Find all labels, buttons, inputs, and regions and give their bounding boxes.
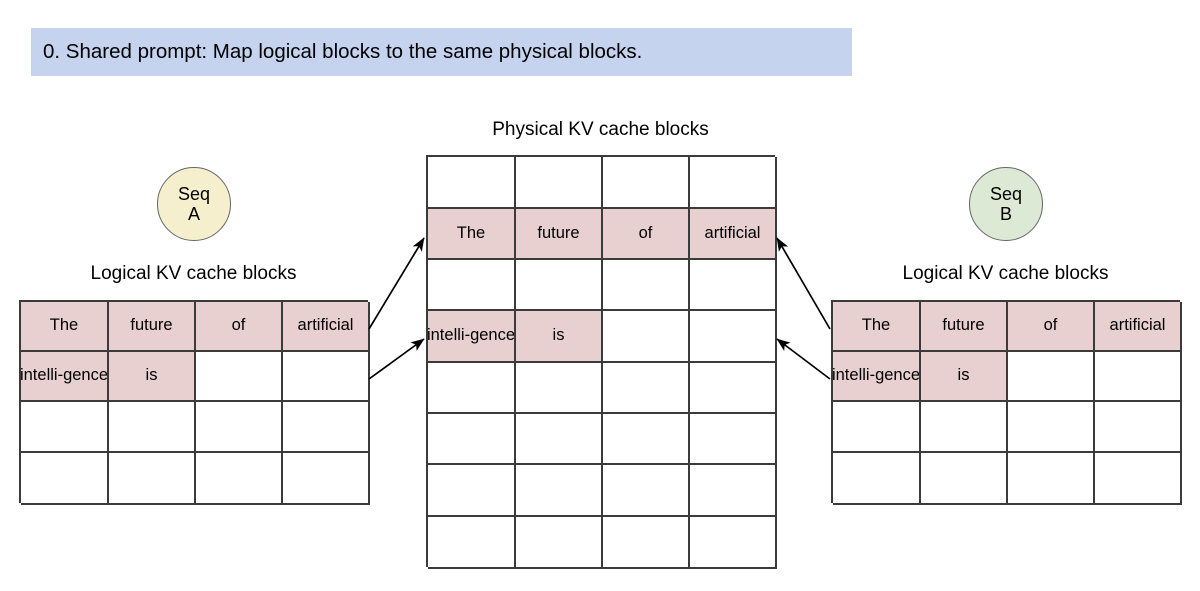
kv-block-cell [516, 414, 603, 465]
kv-block-cell [833, 453, 921, 505]
kv-block-cell [428, 363, 516, 414]
seq-a-label-line2: A [187, 204, 200, 224]
kv-block-cell [603, 465, 690, 517]
kv-block-cell [428, 517, 516, 569]
kv-block-cell [283, 402, 370, 453]
kv-block-cell [690, 414, 777, 465]
kv-block-cell [196, 352, 283, 402]
kv-block-cell: intelli-gence [833, 352, 921, 402]
physical-blocks-caption: Physical KV cache blocks [492, 119, 709, 140]
seq-a-badge: Seq A [157, 167, 231, 241]
kv-block-cell [1095, 453, 1182, 505]
shared-prompt-text: 0. Shared prompt: Map logical blocks to … [43, 39, 643, 63]
arrow-right-row1-to-physical-row2 [776, 237, 831, 330]
kv-block-cell: is [516, 311, 603, 363]
kv-block-cell: future [921, 302, 1008, 352]
kv-block-cell [516, 157, 603, 209]
kv-block-cell [1095, 402, 1182, 453]
kv-block-cell [603, 311, 690, 363]
kv-block-cell [21, 453, 109, 505]
kv-block-cell: intelli-gence [21, 352, 109, 402]
kv-block-cell: of [603, 209, 690, 260]
kv-block-cell: is [109, 352, 196, 402]
kv-block-cell [196, 402, 283, 453]
kv-block-cell [516, 465, 603, 517]
kv-block-cell [283, 352, 370, 402]
seq-b-label-line1: Seq [989, 183, 1023, 204]
kv-block-cell [428, 414, 516, 465]
kv-block-cell [690, 260, 777, 311]
seq-a-label-line1: Seq [177, 183, 211, 204]
kv-block-cell [109, 453, 196, 505]
kv-block-cell: is [921, 352, 1008, 402]
kv-block-cell: The [428, 209, 516, 260]
kv-block-cell [690, 157, 777, 209]
kv-block-cell [1095, 352, 1182, 402]
kv-block-cell: of [196, 302, 283, 352]
kv-block-cell [516, 517, 603, 569]
arrow-left-row1-to-physical-row2 [368, 237, 425, 330]
logical-blocks-caption-right: Logical KV cache blocks [902, 263, 1109, 284]
kv-block-cell [690, 465, 777, 517]
kv-block-cell [921, 453, 1008, 505]
kv-block-cell [1008, 402, 1095, 453]
arrow-right-row2-to-physical-row4 [776, 338, 831, 380]
kv-block-cell: The [833, 302, 921, 352]
kv-block-cell [428, 260, 516, 311]
seq-b-badge: Seq B [969, 167, 1043, 241]
kv-block-cell: future [109, 302, 196, 352]
shared-prompt-banner: 0. Shared prompt: Map logical blocks to … [31, 28, 852, 76]
kv-block-cell: artificial [690, 209, 777, 260]
kv-block-cell [690, 517, 777, 569]
seq-b-label-line2: B [999, 204, 1012, 224]
kv-block-cell [603, 363, 690, 414]
kv-block-cell [833, 402, 921, 453]
kv-block-cell [516, 363, 603, 414]
kv-block-cell [603, 260, 690, 311]
kv-block-cell: The [21, 302, 109, 352]
kv-block-cell [690, 363, 777, 414]
kv-block-cell [109, 402, 196, 453]
kv-block-cell: of [1008, 302, 1095, 352]
kv-block-cell [1008, 352, 1095, 402]
kv-block-cell: intelli-gence [428, 311, 516, 363]
kv-block-cell [428, 157, 516, 209]
kv-block-cell [516, 260, 603, 311]
kv-block-cell: future [516, 209, 603, 260]
kv-block-cell [603, 414, 690, 465]
kv-block-cell [283, 453, 370, 505]
kv-block-cell [921, 402, 1008, 453]
kv-block-cell [428, 465, 516, 517]
kv-block-cell: artificial [1095, 302, 1182, 352]
kv-block-cell [1008, 453, 1095, 505]
logical-blocks-caption-left: Logical KV cache blocks [90, 263, 297, 284]
arrow-left-row2-to-physical-row4 [368, 338, 425, 380]
kv-block-cell [196, 453, 283, 505]
kv-block-cell: artificial [283, 302, 370, 352]
kv-block-cell [603, 157, 690, 209]
kv-block-cell [690, 311, 777, 363]
kv-block-cell [21, 402, 109, 453]
kv-block-cell [603, 517, 690, 569]
